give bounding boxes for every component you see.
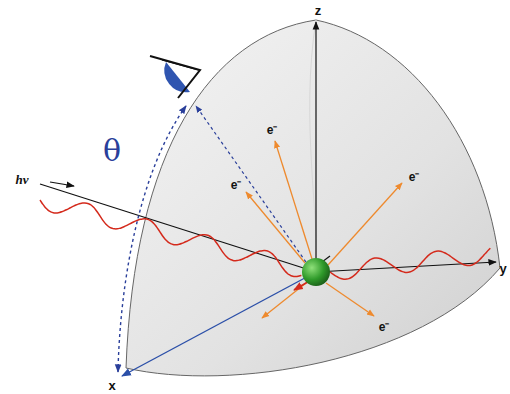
angle-label: θ (103, 133, 121, 168)
theta-arc (118, 106, 186, 372)
axis-label: z (315, 3, 322, 18)
axis-label: y (499, 261, 506, 276)
photon-arrow (50, 182, 74, 186)
sphere-octant (126, 20, 500, 376)
electron-label: e⁻ (409, 168, 420, 185)
electron-label: e⁻ (231, 176, 242, 193)
photon-wave (330, 248, 490, 279)
y-axis (316, 262, 496, 272)
electron-arrows (246, 141, 402, 318)
z-axis (315, 22, 316, 272)
photon-label: hν (16, 172, 29, 188)
x-axis (122, 272, 316, 376)
view-line (196, 106, 306, 262)
beam-axis (40, 184, 316, 272)
electron-label: e⁻ (267, 121, 278, 138)
electron-label: e⁻ (379, 318, 390, 335)
octant-shading (310, 20, 317, 272)
axis-label: x (108, 378, 115, 393)
sample-sphere (302, 258, 330, 286)
eye-icon (150, 56, 200, 98)
